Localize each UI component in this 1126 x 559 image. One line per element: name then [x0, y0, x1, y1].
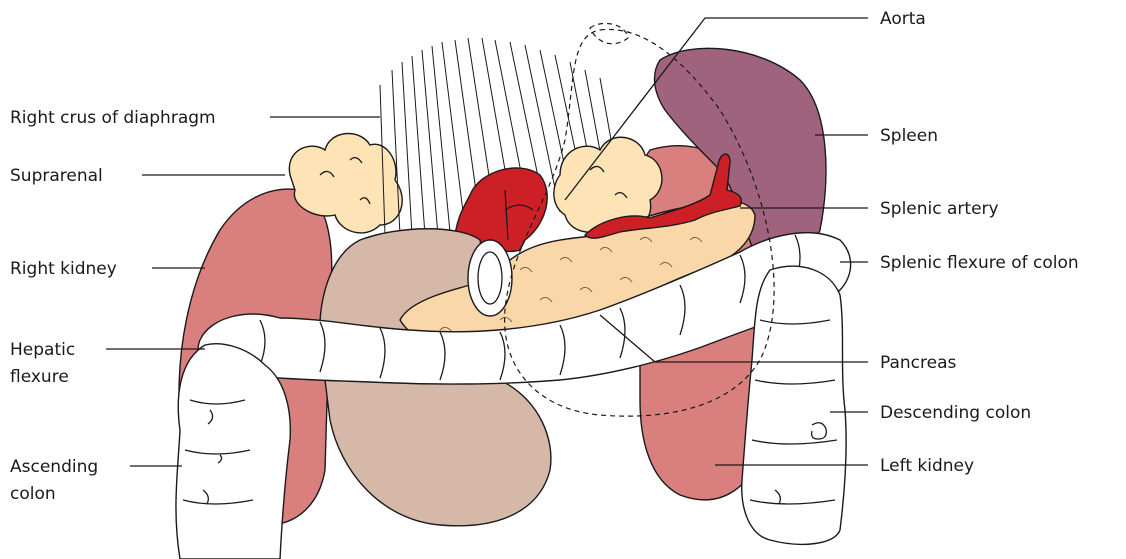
label-splenic-artery: Splenic artery	[880, 199, 999, 219]
label-splenic-flexure-of-colon: Splenic flexure of colon	[880, 253, 1079, 273]
label-ascending-colon-line1: Ascending	[10, 457, 98, 477]
descending-colon-shape	[742, 266, 846, 544]
label-ascending-colon-line2: colon	[10, 484, 56, 504]
label-aorta: Aorta	[880, 9, 926, 29]
label-left-kidney: Left kidney	[880, 456, 974, 476]
label-hepatic-flexure-line1: Hepatic	[10, 340, 75, 360]
label-spleen: Spleen	[880, 126, 938, 146]
label-right-kidney: Right kidney	[10, 259, 117, 279]
label-pancreas: Pancreas	[880, 353, 957, 373]
label-right-crus-of-diaphragm: Right crus of diaphragm	[10, 108, 216, 128]
label-hepatic-flexure-line2: flexure	[10, 367, 69, 387]
label-suprarenal: Suprarenal	[10, 166, 103, 186]
label-descending-colon: Descending colon	[880, 403, 1031, 423]
